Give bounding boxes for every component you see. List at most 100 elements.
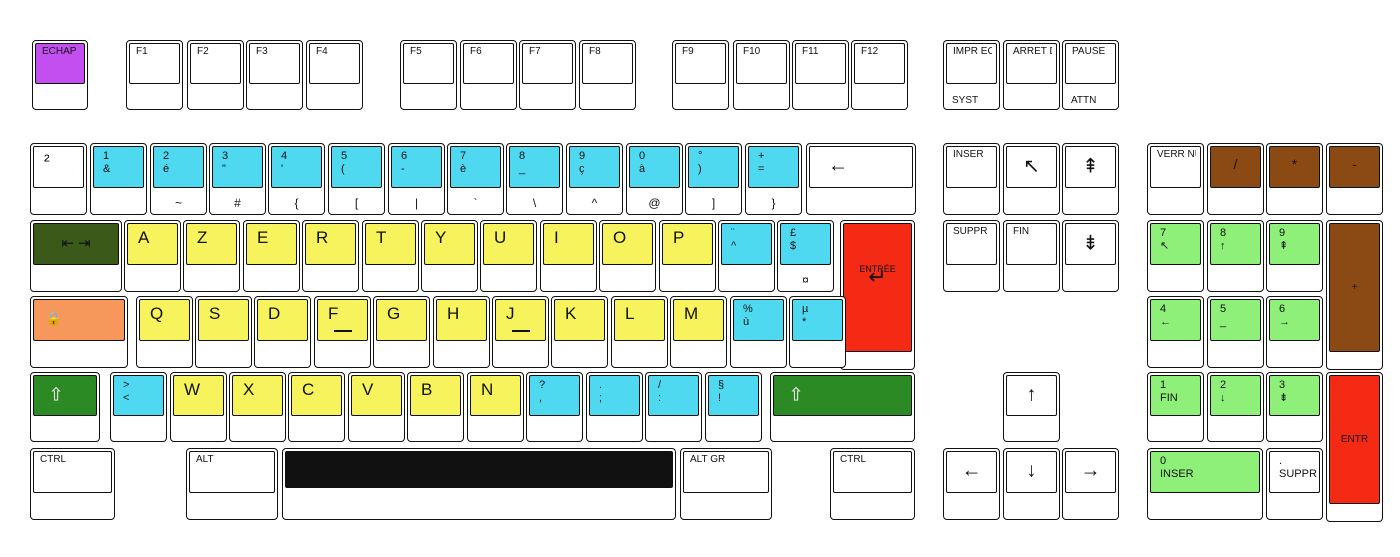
key-k1[interactable]: 1& bbox=[90, 143, 147, 215]
key-lctrl[interactable]: CTRL bbox=[30, 448, 115, 520]
key-f8[interactable]: F8 bbox=[579, 40, 636, 110]
key-space[interactable] bbox=[282, 448, 676, 520]
key-np3[interactable]: 3⇟ bbox=[1266, 372, 1323, 442]
key-np6[interactable]: 6→ bbox=[1266, 296, 1323, 368]
key-np-dot[interactable]: .SUPPR bbox=[1266, 448, 1323, 520]
key-kC[interactable]: C bbox=[288, 372, 345, 442]
key-f6[interactable]: F6 bbox=[460, 40, 517, 110]
key-kO[interactable]: O bbox=[599, 220, 656, 292]
key-klt[interactable]: >< bbox=[110, 372, 167, 442]
key-rctrl[interactable]: CTRL bbox=[830, 448, 915, 520]
key-kplus[interactable]: +=} bbox=[745, 143, 802, 215]
key-kdollar[interactable]: £$¤ bbox=[777, 220, 834, 292]
key-arret-defil[interactable]: ARRÊT DÉFIL bbox=[1003, 40, 1060, 110]
key-kF[interactable]: F bbox=[314, 296, 371, 368]
key-kY[interactable]: Y bbox=[421, 220, 478, 292]
key-f2[interactable]: F2 bbox=[187, 40, 244, 110]
key-np-mul[interactable]: * bbox=[1266, 143, 1323, 215]
key-kS[interactable]: S bbox=[195, 296, 252, 368]
key-alt[interactable]: ALT bbox=[186, 448, 278, 520]
key-kD[interactable]: D bbox=[254, 296, 311, 368]
key-np-div[interactable]: / bbox=[1207, 143, 1264, 215]
key-right[interactable]: → bbox=[1062, 448, 1119, 520]
key-inser[interactable]: INSER bbox=[943, 143, 1000, 215]
key-up[interactable]: ↑ bbox=[1003, 372, 1060, 442]
key-suppr[interactable]: SUPPR bbox=[943, 220, 1000, 292]
key-k4[interactable]: 4'{ bbox=[268, 143, 325, 215]
key-kslash[interactable]: /: bbox=[645, 372, 702, 442]
key-np2[interactable]: 2↓ bbox=[1207, 372, 1264, 442]
key-kdeg[interactable]: °)] bbox=[685, 143, 742, 215]
key-altgr[interactable]: ALT GR bbox=[680, 448, 772, 520]
key-kI[interactable]: I bbox=[540, 220, 597, 292]
key-home[interactable]: ↖ bbox=[1003, 143, 1060, 215]
key-kQ[interactable]: Q bbox=[136, 296, 193, 368]
key-kM[interactable]: M bbox=[670, 296, 727, 368]
key-kK[interactable]: K bbox=[551, 296, 608, 368]
key-kmu[interactable]: µ* bbox=[789, 296, 846, 368]
key-entree[interactable]: ENTRÉE↵ bbox=[840, 220, 915, 370]
key-kA[interactable]: A bbox=[124, 220, 181, 292]
key-f5[interactable]: F5 bbox=[400, 40, 457, 110]
key-left[interactable]: ← bbox=[943, 448, 1000, 520]
key-down[interactable]: ↓ bbox=[1003, 448, 1060, 520]
key-np-plus[interactable]: + bbox=[1326, 220, 1383, 370]
key-square[interactable]: ² bbox=[30, 143, 87, 215]
key-impr-ecran[interactable]: IMPR ÉCRANSYST bbox=[943, 40, 1000, 110]
key-verr-num[interactable]: VERR NUM bbox=[1147, 143, 1204, 215]
key-np4[interactable]: 4← bbox=[1147, 296, 1204, 368]
key-k3[interactable]: 3"# bbox=[209, 143, 266, 215]
key-f10[interactable]: F10 bbox=[733, 40, 790, 110]
key-kW[interactable]: W bbox=[170, 372, 227, 442]
key-kV[interactable]: V bbox=[348, 372, 405, 442]
key-kZ[interactable]: Z bbox=[183, 220, 240, 292]
key-kR[interactable]: R bbox=[302, 220, 359, 292]
key-rshift[interactable]: ⇧ bbox=[770, 372, 915, 442]
key-f3[interactable]: F3 bbox=[246, 40, 303, 110]
key-f12[interactable]: F12 bbox=[851, 40, 908, 110]
key-kN[interactable]: N bbox=[467, 372, 524, 442]
key-kX[interactable]: X bbox=[229, 372, 286, 442]
key-kE[interactable]: E bbox=[243, 220, 300, 292]
key-kH[interactable]: H bbox=[433, 296, 490, 368]
key-kT[interactable]: T bbox=[362, 220, 419, 292]
key-kG[interactable]: G bbox=[373, 296, 430, 368]
key-kB[interactable]: B bbox=[407, 372, 464, 442]
key-lshift[interactable]: ⇧ bbox=[30, 372, 100, 442]
key-k8[interactable]: 8_\ bbox=[506, 143, 563, 215]
key-kL[interactable]: L bbox=[611, 296, 668, 368]
key-kcirc[interactable]: ¨^ bbox=[718, 220, 775, 292]
key-kP[interactable]: P bbox=[659, 220, 716, 292]
key-f4[interactable]: F4 bbox=[306, 40, 363, 110]
key-kJ[interactable]: J bbox=[492, 296, 549, 368]
key-np-minus[interactable]: - bbox=[1326, 143, 1383, 215]
key-np9[interactable]: 9⇞ bbox=[1266, 220, 1323, 292]
key-pgup[interactable]: ⇞ bbox=[1062, 143, 1119, 215]
key-f11[interactable]: F11 bbox=[792, 40, 849, 110]
key-f9[interactable]: F9 bbox=[672, 40, 729, 110]
key-fin[interactable]: FIN bbox=[1003, 220, 1060, 292]
key-np8[interactable]: 8↑ bbox=[1207, 220, 1264, 292]
key-caps[interactable]: 🔒 bbox=[30, 296, 128, 368]
key-k5[interactable]: 5([ bbox=[328, 143, 385, 215]
key-f7[interactable]: F7 bbox=[519, 40, 576, 110]
key-kq[interactable]: ?, bbox=[526, 372, 583, 442]
key-np-entr[interactable]: ENTR bbox=[1326, 372, 1383, 522]
key-backspace[interactable]: ← bbox=[806, 143, 916, 215]
key-tab[interactable]: ⇤ ⇥ bbox=[30, 220, 122, 292]
key-ksect[interactable]: §! bbox=[705, 372, 762, 442]
key-kpct[interactable]: %ù bbox=[730, 296, 787, 368]
key-echap[interactable]: ECHAP bbox=[32, 40, 88, 110]
key-pgdn[interactable]: ⇟ bbox=[1062, 220, 1119, 292]
key-kdot[interactable]: .; bbox=[586, 372, 643, 442]
key-kU[interactable]: U bbox=[480, 220, 537, 292]
key-np5[interactable]: 5_ bbox=[1207, 296, 1264, 368]
key-k6[interactable]: 6-| bbox=[388, 143, 445, 215]
